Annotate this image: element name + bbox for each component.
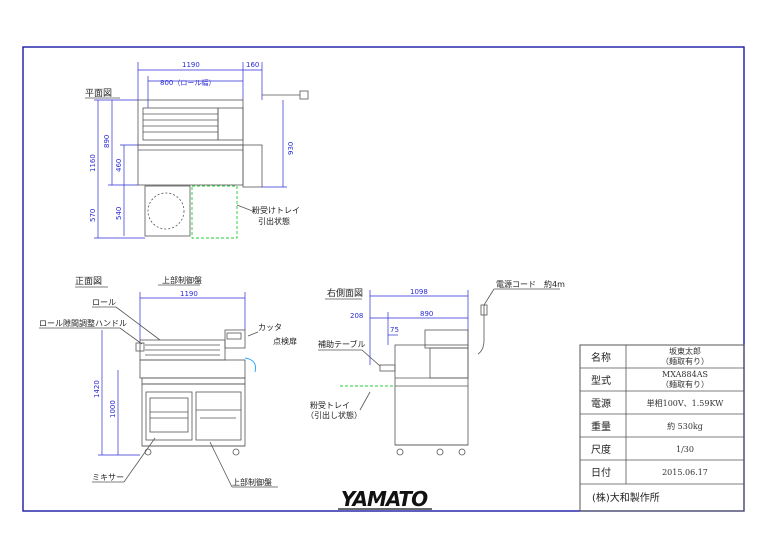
tb-label-name: 名称	[591, 351, 611, 364]
sheet-border	[22, 46, 745, 512]
power-cord-label: 電源コード 約4m	[496, 279, 565, 289]
side-dim-208: 208	[350, 312, 363, 320]
plan-dim-570: 570	[89, 209, 97, 222]
lower-control-panel-label: 上部制御盤	[232, 477, 272, 487]
front-view: 正面図 上部制御盤 1190 ロール ロール隙間調整ハンドル カッタ 点検扉	[39, 275, 297, 488]
plan-dim-540: 540	[115, 207, 123, 220]
side-dim-75: 75	[390, 326, 399, 334]
cutter-label: カッタ	[258, 323, 282, 332]
tb-label-weight: 重量	[591, 420, 611, 433]
front-view-title: 正面図	[75, 276, 102, 287]
front-dim-1000: 1000	[109, 400, 117, 418]
svg-text:YAMATO: YAMATO	[341, 487, 428, 511]
tb-value-model-1: MXA884AS	[662, 370, 708, 379]
plan-dim-930: 930	[287, 142, 295, 155]
side-tray-label-1: 粉受トレイ	[310, 400, 350, 410]
tb-label-scale: 尺度	[591, 443, 611, 456]
roll-label: ロール	[92, 298, 116, 307]
yamato-logo: YAMATO	[338, 487, 432, 511]
plan-dim-1160: 1160	[89, 154, 97, 172]
tb-value-date: 2015.06.17	[662, 468, 708, 477]
side-tray-label-2: （引出し状態）	[306, 410, 362, 420]
tb-value-name-1: 坂東太郎	[669, 346, 701, 356]
plan-dim-460: 460	[115, 159, 123, 172]
plan-dim-1190: 1190	[182, 61, 200, 69]
plan-dim-890: 890	[103, 135, 111, 148]
aux-table-label: 補助テーブル	[318, 339, 366, 349]
roll-gap-handle-label: ロール隙間調整ハンドル	[39, 318, 127, 328]
plan-tray-label-1: 粉受けトレイ	[252, 205, 300, 215]
inspection-door-label: 点検扉	[273, 336, 297, 346]
tb-label-date: 日付	[591, 466, 611, 479]
side-dim-1098: 1098	[410, 288, 428, 296]
upper-control-panel-label: 上部制御盤	[162, 275, 202, 285]
plan-view: 平面図 1190 160 800（ロール幅）	[85, 61, 309, 239]
plan-dim-roll-width: 800（ロール幅）	[160, 78, 215, 87]
tb-value-model-2: （麺取有り）	[661, 379, 709, 389]
side-view-title: 右側面図	[327, 287, 363, 299]
tb-value-weight: 約 530kg	[667, 421, 703, 431]
plan-view-title: 平面図	[85, 88, 112, 99]
tb-value-power: 単相100V、1.59KW	[647, 398, 725, 408]
tb-value-name-2: （麺取有り）	[661, 356, 709, 366]
front-dim-1420: 1420	[93, 380, 101, 398]
plan-dim-160: 160	[246, 61, 259, 69]
tb-company: (株)大和製作所	[592, 491, 660, 504]
side-view: 右側面図 1098 208 890 75 電源コード 約4m 補助テーブル 粉受…	[306, 279, 565, 456]
side-dim-890: 890	[420, 310, 433, 318]
tb-value-scale: 1/30	[676, 445, 694, 454]
tb-label-power: 電源	[591, 397, 611, 410]
front-dim-1190: 1190	[180, 290, 198, 298]
title-block: 名称 坂東太郎 （麺取有り） 型式 MXA884AS （麺取有り） 電源 単相1…	[579, 344, 745, 512]
tb-label-model: 型式	[591, 374, 611, 387]
plan-tray-label-2: 引出状態	[258, 216, 290, 226]
mixer-label: ミキサー	[92, 473, 124, 482]
